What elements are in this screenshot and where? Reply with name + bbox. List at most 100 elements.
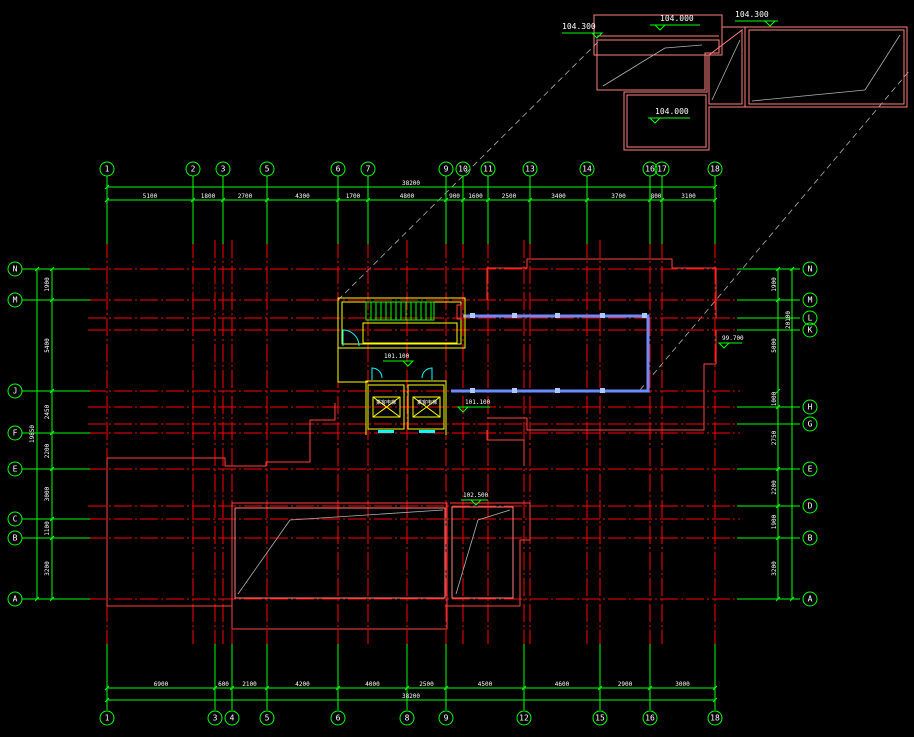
grid-bubble-label: 9 [444,165,449,174]
elevation-text: 104.300 [562,22,596,31]
grid-bubble-circle [7,461,23,477]
dimension-lines [22,176,800,710]
dim-text-right: 3200 [771,561,778,576]
grid-bubble-circle [654,161,670,177]
elevation-marker: 101.100 [456,399,491,413]
dim-tick [775,503,781,509]
dim-tick [789,266,795,272]
grid-bubble-label: A [13,595,18,604]
dim-tick [34,266,40,272]
dim-text-top: 4800 [400,193,415,200]
dim-text-bottom: 600 [218,681,229,688]
dim-tick [460,197,466,203]
grid-bubble-label: B [808,534,813,543]
dim-tick [190,197,196,203]
grid-bubble-label: E [808,465,813,474]
dim-text-left: 3000 [44,486,51,501]
grid-bubble-circle [802,310,818,326]
dim-text-right-total: 20100 [785,311,792,329]
dim-tick [775,596,781,602]
dim-tick [775,466,781,472]
dim-text-right: 2750 [771,430,778,445]
grid-bubble-circle [207,710,223,726]
grid-bubble-circle [7,425,23,441]
dim-tick [49,516,55,522]
stair-handrail-red [456,304,462,320]
grid-bubble-label: 14 [582,165,592,174]
dim-text-left: 2450 [44,404,51,419]
dim-tick [527,197,533,203]
dim-tick [443,685,449,691]
dim-text-top: 900 [449,193,460,200]
dim-tick [365,197,371,203]
dim-tick [49,388,55,394]
elevation-text: 99.700 [722,335,744,342]
grid-bubble-circle [438,161,454,177]
grid-bubble-label: 16 [645,714,655,723]
grid-axes [88,240,740,644]
grid-bubble-label: 17 [657,165,667,174]
elevation-marker: 104.000 [650,14,700,31]
grid-bubble-circle [579,161,595,177]
dim-tick [212,685,218,691]
dim-tick [104,685,110,691]
elevation-text: 104.000 [660,14,694,23]
dim-tick [34,596,40,602]
dim-text-left: 1900 [44,277,51,292]
grid-bubble-label: 6 [336,714,341,723]
stair-core [337,297,466,383]
dim-tick [443,197,449,203]
dim-tick [597,685,603,691]
grid-bubble-circle [360,161,376,177]
grid-bubble-circle [802,261,818,277]
grid-bubble-circle [7,511,23,527]
dim-text-top: 3400 [551,193,566,200]
dim-text-left: 2200 [44,443,51,458]
dim-text-left: 5400 [44,338,51,353]
grid-bubble-label: 11 [483,165,493,174]
grid-bubble-label: 13 [525,165,535,174]
elevation-marker: 101.100 [383,353,415,367]
elevator-label-2: 乘客电梯 [417,399,437,406]
dim-tick [775,535,781,541]
dim-text-bottom: 2500 [419,681,434,688]
dim-text-right: 1000 [771,391,778,406]
roof-slope-lines [237,509,511,595]
stair-treads [365,301,435,321]
grid-bubble-circle [7,292,23,308]
grid-bubble-label: 12 [519,714,529,723]
grid-bubble-label: 18 [710,165,720,174]
grid-bubble-label: N [13,265,18,274]
grid-bubble-circle [259,161,275,177]
grid-bubble-label: L [808,314,813,323]
grid-bubble-label: 18 [710,714,720,723]
grid-bubble-label: 16 [645,165,655,174]
grid-bubble-label: A [808,595,813,604]
dim-text-top: 800 [651,193,662,200]
grid-bubble-circle [99,161,115,177]
grid-bubble-label: 2 [191,165,196,174]
detail-leader-lines [337,39,911,391]
elevation-text: 101.100 [384,353,410,360]
elevation-text: 104.000 [655,107,689,116]
grid-bubble-circle [802,322,818,338]
elevation-marker: 99.700 [717,335,744,349]
grid-bubble-label: 15 [595,714,605,723]
dim-text-right: 5000 [771,338,778,353]
roof-detail [593,14,908,151]
dim-tick [335,685,341,691]
door-swings [342,329,433,380]
grid-bubble-circle [802,530,818,546]
dim-tick [220,197,226,203]
grid-bubble-label: 1 [105,165,110,174]
grid-bubble-circle [642,161,658,177]
dim-text-top: 1800 [201,193,216,200]
grid-bubble-label: 5 [265,714,270,723]
grid-bubble-circle [399,710,415,726]
grid-bubble-circle [802,498,818,514]
dim-tick [49,596,55,602]
grid-bubble-circle [707,710,723,726]
grid-bubble-circle [707,161,723,177]
